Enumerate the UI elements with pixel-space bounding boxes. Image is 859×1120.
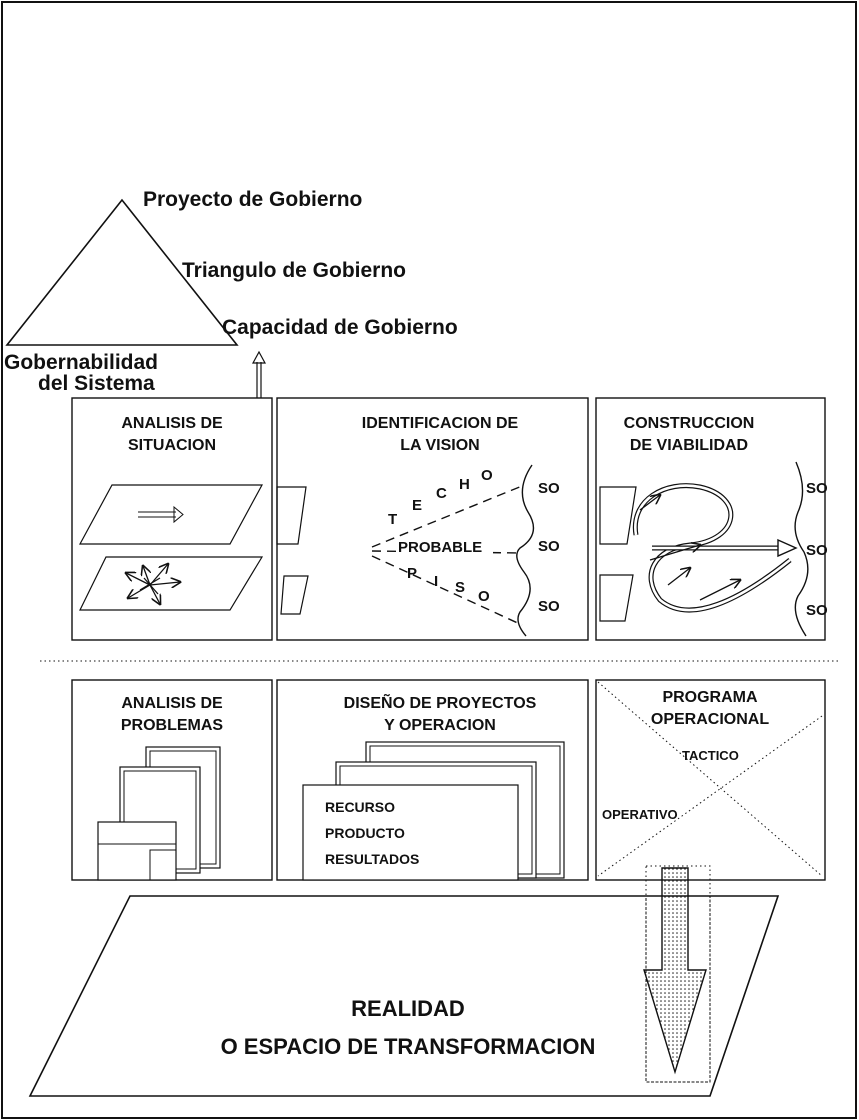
- reality-title-2: O ESPACIO DE TRANSFORMACION: [221, 1034, 596, 1059]
- vision-so-1: SO: [538, 480, 560, 497]
- panel-vision-title-1: IDENTIFICACION DE: [362, 415, 519, 432]
- panel-situacion-title-2: SITUACION: [128, 437, 216, 454]
- project-documents-icon: [302, 741, 565, 881]
- piso-letter-i: I: [434, 573, 438, 590]
- techo-letter-c: C: [436, 485, 447, 502]
- viability-loop-icon: [632, 483, 798, 613]
- techo-letter-h: H: [459, 476, 470, 493]
- piso-line: [371, 555, 523, 626]
- triangle-shape: [5, 198, 239, 346]
- panel-programa-title-1: PROGRAMA: [662, 689, 758, 706]
- triangle-right-label: Capacidad de Gobierno: [222, 316, 458, 339]
- straight-arrow-icon: [138, 505, 184, 524]
- panel-problemas-title-1: ANALISIS DE: [121, 695, 223, 712]
- vision-so-boundary: [516, 464, 535, 637]
- panel-programa-operacional: PROGRAMA OPERACIONAL TACTICO OPERATIVO: [595, 679, 826, 1083]
- triangle-left-label-line1: Gobernabilidad: [4, 351, 158, 374]
- scattered-arrows-icon: [126, 564, 180, 604]
- viability-so-3: SO: [806, 602, 828, 619]
- viability-plane-upper: [599, 486, 637, 545]
- stacked-documents-icon: [97, 746, 221, 881]
- techo-letter-t: T: [388, 511, 397, 528]
- techo-letter-e: E: [412, 497, 422, 514]
- panel-construccion-viabilidad: CONSTRUCCION DE VIABILIDAD SO SO SO: [595, 397, 828, 641]
- techo-letter-o: O: [481, 467, 493, 484]
- panel-identificacion-vision: IDENTIFICACION DE LA VISION T E C H O PR…: [276, 397, 589, 641]
- operativo-label: OPERATIVO: [602, 807, 678, 822]
- vision-so-2: SO: [538, 538, 560, 555]
- programa-diagonal-2: [597, 715, 823, 877]
- probable-label: PROBABLE: [398, 539, 482, 556]
- vision-plane-upper: [276, 486, 307, 545]
- triangle-top-label: Proyecto de Gobierno: [143, 188, 362, 211]
- panel-situacion-title-1: ANALISIS DE: [121, 415, 223, 432]
- viability-so-2: SO: [806, 542, 828, 559]
- panel-proyectos-title-2: Y OPERACION: [384, 717, 496, 734]
- situation-plane-top: [78, 484, 264, 545]
- down-arrow-icon: [643, 867, 707, 1075]
- vision-so-3: SO: [538, 598, 560, 615]
- panel-problemas-title-2: PROBLEMAS: [121, 717, 224, 734]
- triangle-middle-label: Triangulo de Gobierno: [182, 259, 406, 282]
- piso-letter-o: O: [478, 588, 490, 605]
- panel-viabilidad-title-1: CONSTRUCCION: [624, 415, 755, 432]
- viability-plane-lower: [599, 574, 634, 622]
- techo-line: [371, 485, 523, 548]
- probable-line: [371, 550, 521, 554]
- panel-programa-title-2: OPERACIONAL: [651, 711, 769, 728]
- piso-letter-p: P: [407, 565, 417, 582]
- panel-proyectos-title-1: DISEÑO DE PROYECTOS: [344, 692, 537, 712]
- item-resultados: RESULTADOS: [325, 851, 419, 867]
- vision-plane-lower: [280, 575, 309, 615]
- panel-analisis-situacion: ANALISIS DE SITUACION: [71, 397, 273, 641]
- viability-so-1: SO: [806, 480, 828, 497]
- item-recurso: RECURSO: [325, 799, 395, 815]
- reality-plane: REALIDAD O ESPACIO DE TRANSFORMACION: [28, 895, 780, 1097]
- up-arrow-icon: [251, 350, 267, 398]
- triangle-left-label-line2: del Sistema: [38, 372, 155, 395]
- tactico-label: TACTICO: [682, 748, 739, 763]
- piso-letter-s: S: [455, 579, 465, 596]
- panel-diseno-proyectos: DISEÑO DE PROYECTOS Y OPERACION RECURSO …: [276, 679, 589, 881]
- viability-so-boundary: [794, 461, 809, 637]
- panel-vision-title-2: LA VISION: [400, 437, 479, 454]
- panel-viabilidad-title-2: DE VIABILIDAD: [630, 437, 748, 454]
- programa-dotted-box: [645, 865, 711, 1083]
- reality-title-1: REALIDAD: [351, 996, 465, 1021]
- situation-plane-bottom: [79, 556, 264, 611]
- government-triangle: Proyecto de Gobierno Triangulo de Gobier…: [4, 188, 458, 398]
- item-producto: PRODUCTO: [325, 825, 405, 841]
- panel-analisis-problemas: ANALISIS DE PROBLEMAS: [71, 679, 273, 881]
